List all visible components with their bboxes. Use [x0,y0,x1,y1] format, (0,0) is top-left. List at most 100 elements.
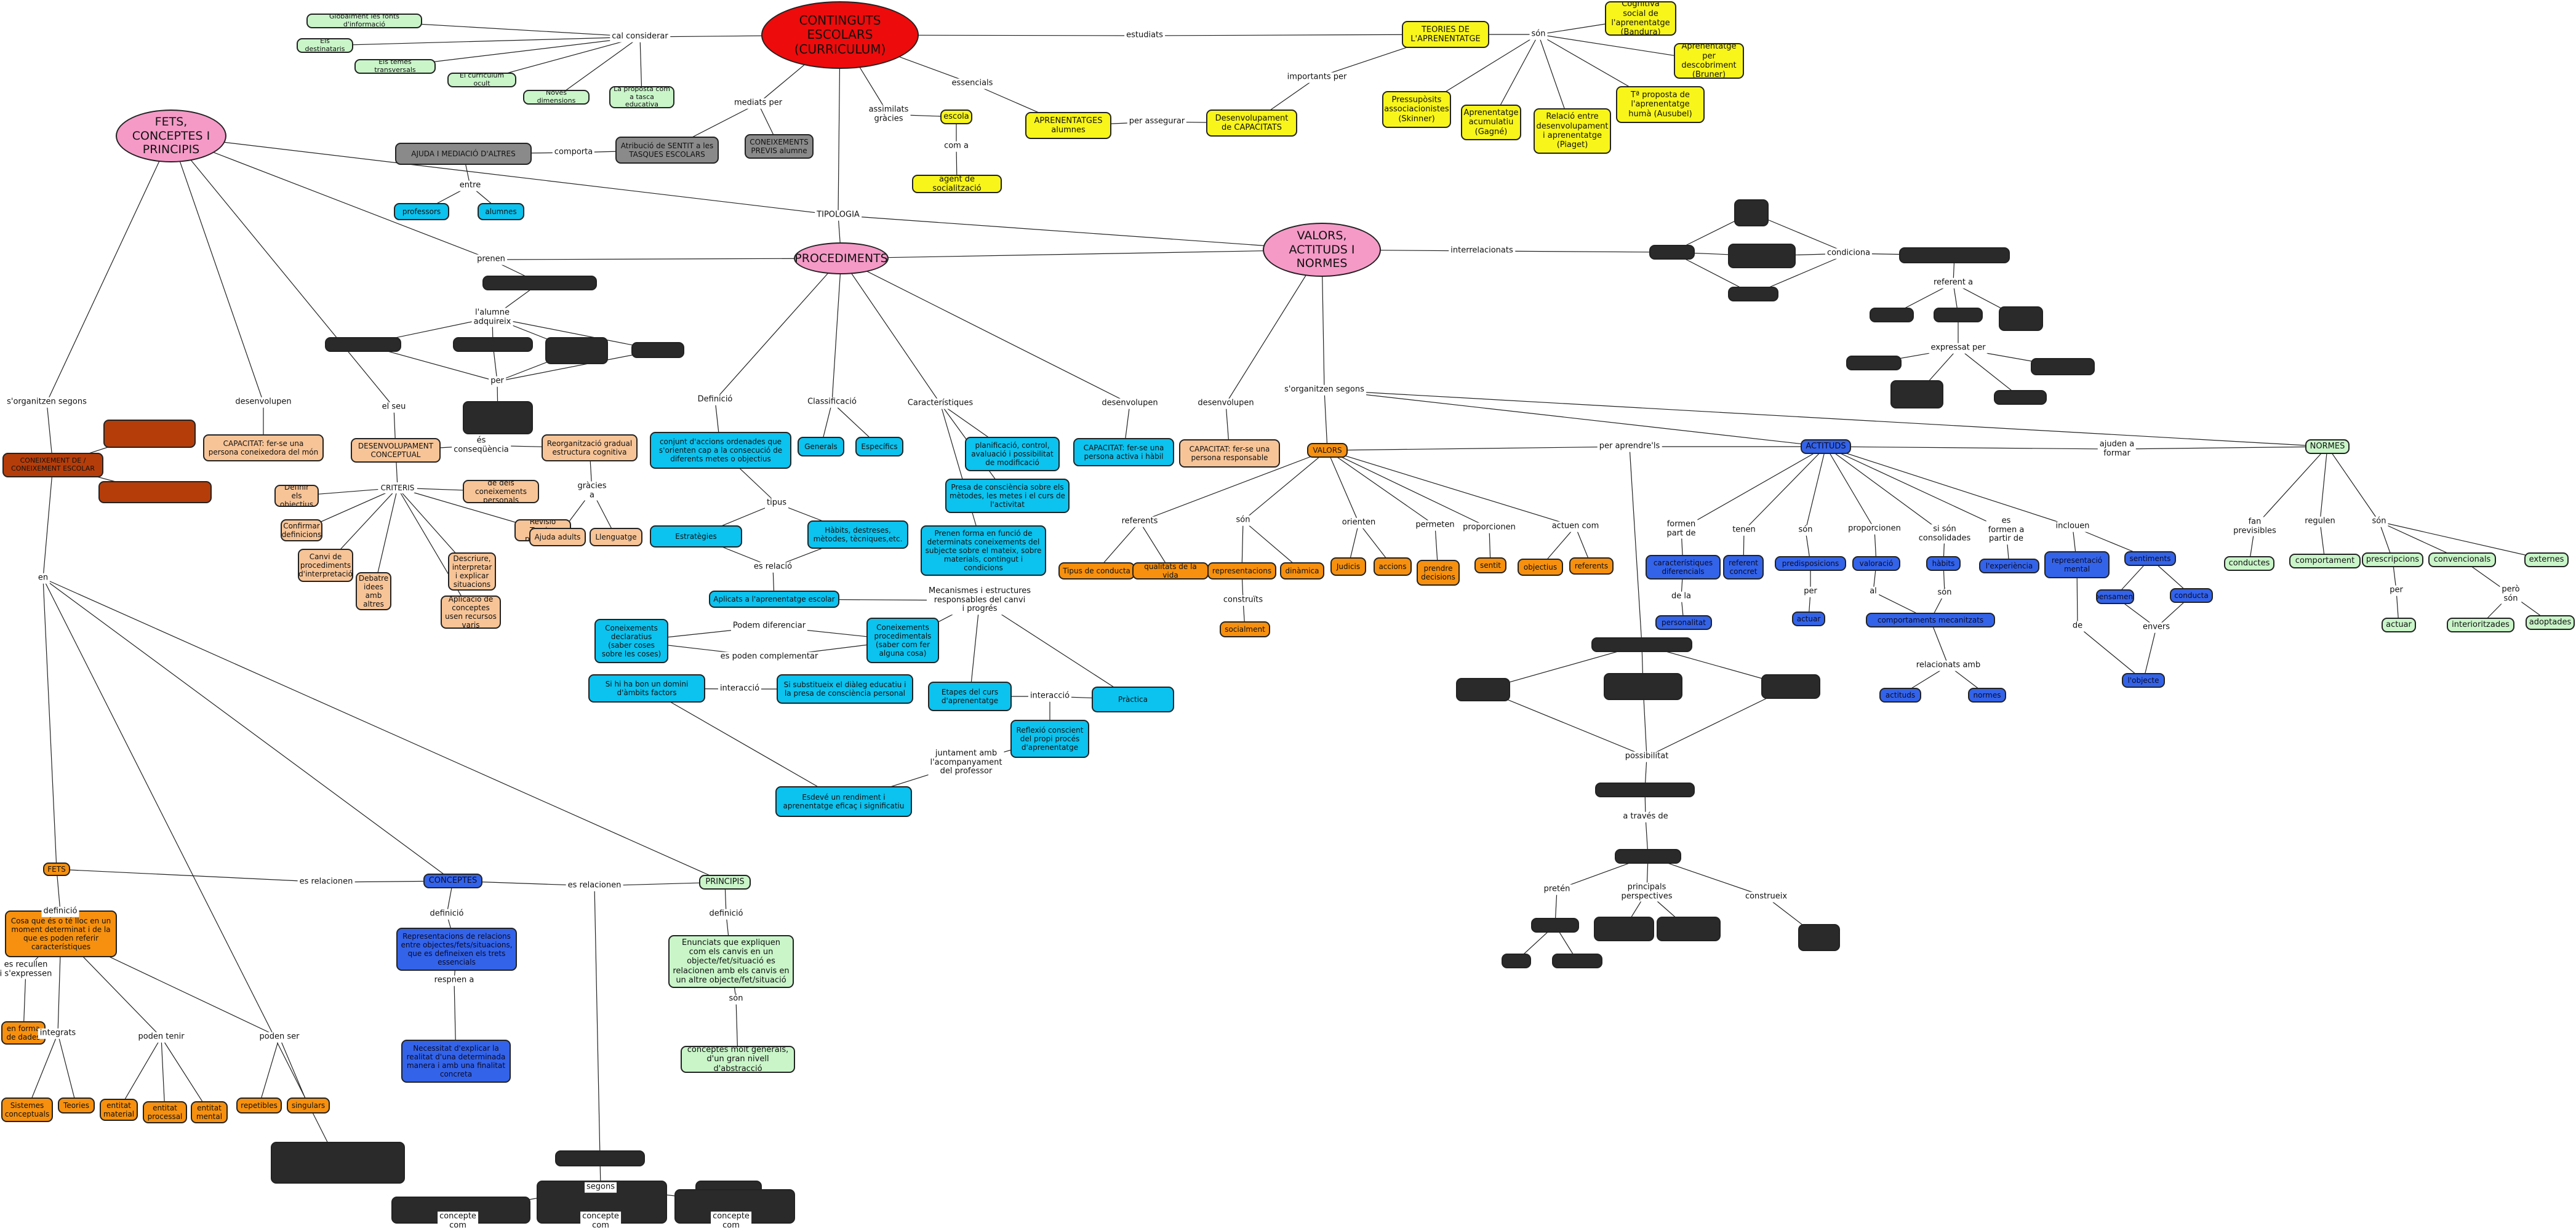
concept-node-cont[interactable]: CONTINGUTS ESCOLARS (CURRICULUM) [761,1,919,69]
concept-node-caracter[interactable]: característiques diferencials [1646,555,1721,580]
concept-node-tipus[interactable]: Tipus de conducta [1058,562,1135,580]
concept-node-princip[interactable]: PRINCIPIS [699,875,751,890]
concept-node-dkc2[interactable] [1456,678,1510,701]
concept-node-desconc[interactable]: DESENVOLUPAMENT CONCEPTUAL [351,438,441,463]
concept-node-dkc3[interactable] [1604,673,1682,700]
concept-node-dkv5[interactable] [1899,247,2010,263]
concept-node-repres[interactable]: Representacions de relacions entre objec… [396,928,517,971]
concept-node-aplicats[interactable]: Aplicats a l'aprenentatge escolar [709,591,839,608]
concept-node-entmat[interactable]: entitat material [100,1099,138,1121]
concept-node-cosaq[interactable]: Cosa que és o té lloc en un moment deter… [5,910,117,957]
concept-node-canvi[interactable]: Canvi de procediments d'interpretació [298,549,353,582]
concept-node-ajudaad[interactable]: Ajuda adults [529,528,586,546]
concept-node-actuarg[interactable]: actuar [2382,618,2416,632]
concept-node-dk1[interactable] [325,337,401,352]
concept-node-dkc5[interactable] [1595,783,1695,797]
concept-node-alumnes[interactable]: alumnes [478,203,524,220]
concept-node-sisubst[interactable]: Si substitueix el diàleg educatiu i la p… [777,674,913,704]
concept-node-descriu[interactable]: Descriure, interpretar i explicar situac… [448,552,496,591]
concept-node-repet[interactable]: repetibles [236,1098,282,1113]
concept-node-capproc[interactable]: CAPACITAT: fer-se una persona activa i h… [1073,438,1174,466]
concept-node-reflexio[interactable]: Reflexió conscient del propi procés d'ap… [1010,720,1089,758]
concept-node-teoriesn[interactable]: Teories [58,1098,95,1113]
concept-node-objectiu[interactable]: objectius [1518,559,1563,576]
concept-node-experien[interactable]: l'experiència [1979,559,2039,573]
concept-node-nous[interactable]: Noves dimensions [523,90,590,105]
concept-node-condecl[interactable]: Coneixements declaratius (saber coses so… [594,619,668,663]
concept-node-estrat[interactable]: Estratègies [650,525,742,548]
concept-node-convenc[interactable]: convencionals [2428,552,2496,567]
concept-node-enunc[interactable]: Enunciats que expliquen com els canvis e… [668,935,794,988]
concept-node-atrib[interactable]: Atribució de SENTIT a les TASQUES ESCOLA… [615,137,719,164]
concept-node-propcom[interactable]: La proposta com a tasca educativa [609,86,674,108]
concept-node-desenv[interactable]: Desenvolupament de CAPACITATS [1206,110,1297,137]
concept-node-objecte[interactable]: l'objecte [2122,673,2165,688]
concept-node-br2[interactable] [98,481,212,503]
concept-node-escola[interactable]: escola [940,110,972,124]
concept-node-presa[interactable]: Presa de consciència sobre els mètodes, … [945,479,1070,513]
concept-node-externes[interactable]: externes [2524,552,2569,567]
concept-node-qualit[interactable]: qualitats de la vida [1132,562,1209,580]
concept-node-referbl[interactable]: referent concret [1723,555,1764,580]
concept-node-acum[interactable]: Aprenentatge acumulatiu (Gagné) [1461,105,1521,140]
concept-node-habits[interactable]: Hàbits, destreses, mètodes, tècniques,et… [807,520,908,549]
concept-node-cogsoc[interactable]: Cognitiva social de l'aprenentatge (Band… [1605,1,1676,36]
concept-node-referent[interactable]: referents [1569,557,1614,575]
concept-node-predisp[interactable]: predisposicions [1775,556,1846,571]
concept-node-dkv9[interactable] [1846,356,1902,370]
concept-node-confirm[interactable]: Confirmar definicions [281,519,322,541]
concept-node-dkc12[interactable] [1552,954,1602,968]
concept-node-pensam[interactable]: pensament [2096,589,2134,604]
concept-node-person[interactable]: personalitat [1655,615,1712,630]
concept-node-valorsl[interactable]: VALORS [1307,443,1348,458]
concept-node-glob[interactable]: Globalment les fonts d'informació [306,14,422,28]
concept-node-temtr[interactable]: Els temes transversals [354,59,436,74]
concept-node-criteris[interactable]: CRITERIS [378,482,417,493]
concept-node-normesl[interactable]: NORMES [2305,439,2350,454]
concept-node-aplicacio[interactable]: Aplicació de conceptes usen recursos var… [441,596,501,629]
concept-node-esdeve[interactable]: Esdevé un rendiment i aprenentatge efica… [775,786,912,817]
concept-node-prendre[interactable]: prendre decisions [1417,560,1460,586]
concept-node-sentim[interactable]: sentiments [2124,551,2176,566]
concept-node-dk4[interactable] [631,342,684,358]
concept-node-dkc10[interactable] [1798,924,1840,951]
concept-node-dk3[interactable] [545,337,608,364]
concept-node-dkc6[interactable] [1615,849,1681,864]
concept-node-generals[interactable]: Generals [798,437,844,456]
concept-node-dk5[interactable] [463,401,533,434]
concept-node-fets[interactable]: FETS, CONCEPTES I PRINCIPIS [116,110,226,162]
concept-node-dkv1[interactable] [1649,245,1695,260]
concept-node-planif[interactable]: planificació, control, avaluació i possi… [965,437,1060,471]
concept-node-dkc8[interactable] [1594,917,1654,941]
concept-node-valoracio[interactable]: valoració [1852,556,1900,571]
concept-node-capfets[interactable]: CAPACITAT: fer-se una persona coneixedor… [203,434,324,461]
concept-node-concept[interactable]: CONCEPTES [423,874,482,888]
concept-node-sentit[interactable]: sentit [1474,557,1506,573]
concept-node-dkv3[interactable] [1728,244,1796,268]
concept-node-normesb[interactable]: normes [1968,688,2006,703]
concept-node-sistemes[interactable]: Sistemes conceptuals [1,1098,53,1122]
concept-node-repment[interactable]: representació mental [2044,551,2110,578]
concept-node-sihan[interactable]: Si hi ha bon un domini d'àmbits factors [588,674,705,703]
concept-node-br1[interactable] [103,420,196,448]
concept-node-especif[interactable]: Específics [855,437,903,456]
concept-node-actuar[interactable]: actuar [1792,612,1825,626]
concept-node-teories[interactable]: TEORIES DE L'APRENENTATGE [1402,21,1489,48]
concept-node-interiorit[interactable]: interioritzades [2447,618,2514,632]
concept-node-dkv12[interactable] [1994,390,2047,405]
concept-node-practica[interactable]: Pràctica [1092,687,1174,712]
concept-node-conjunt[interactable]: conjunt d'accions ordenades que s'orient… [650,432,791,469]
concept-node-tproposta[interactable]: Tª proposta de l'aprenentatge humà (Ausu… [1616,86,1705,123]
concept-node-definir[interactable]: Definir els objectius [274,485,319,507]
concept-node-socialm[interactable]: socialment [1220,621,1270,637]
concept-node-conductes[interactable]: conductes [2224,556,2274,571]
concept-node-aprdes[interactable]: Aprenentatge per descobriment (Bruner) [1674,43,1744,79]
concept-node-necess[interactable]: Necessitat d'explicar la realitat d'una … [401,1040,511,1083]
concept-node-dkc1[interactable] [1591,637,1692,652]
concept-node-delsco[interactable]: de dels coneixements personals [463,480,539,503]
concept-node-repreval[interactable]: representacions [1207,562,1276,580]
concept-node-determ[interactable] [271,1142,405,1184]
concept-node-enforma[interactable]: en forma de dades [1,1021,46,1045]
concept-node-dkv8[interactable] [1999,306,2043,331]
concept-node-capval[interactable]: CAPACITAT: fer-se una persona responsabl… [1179,439,1280,468]
